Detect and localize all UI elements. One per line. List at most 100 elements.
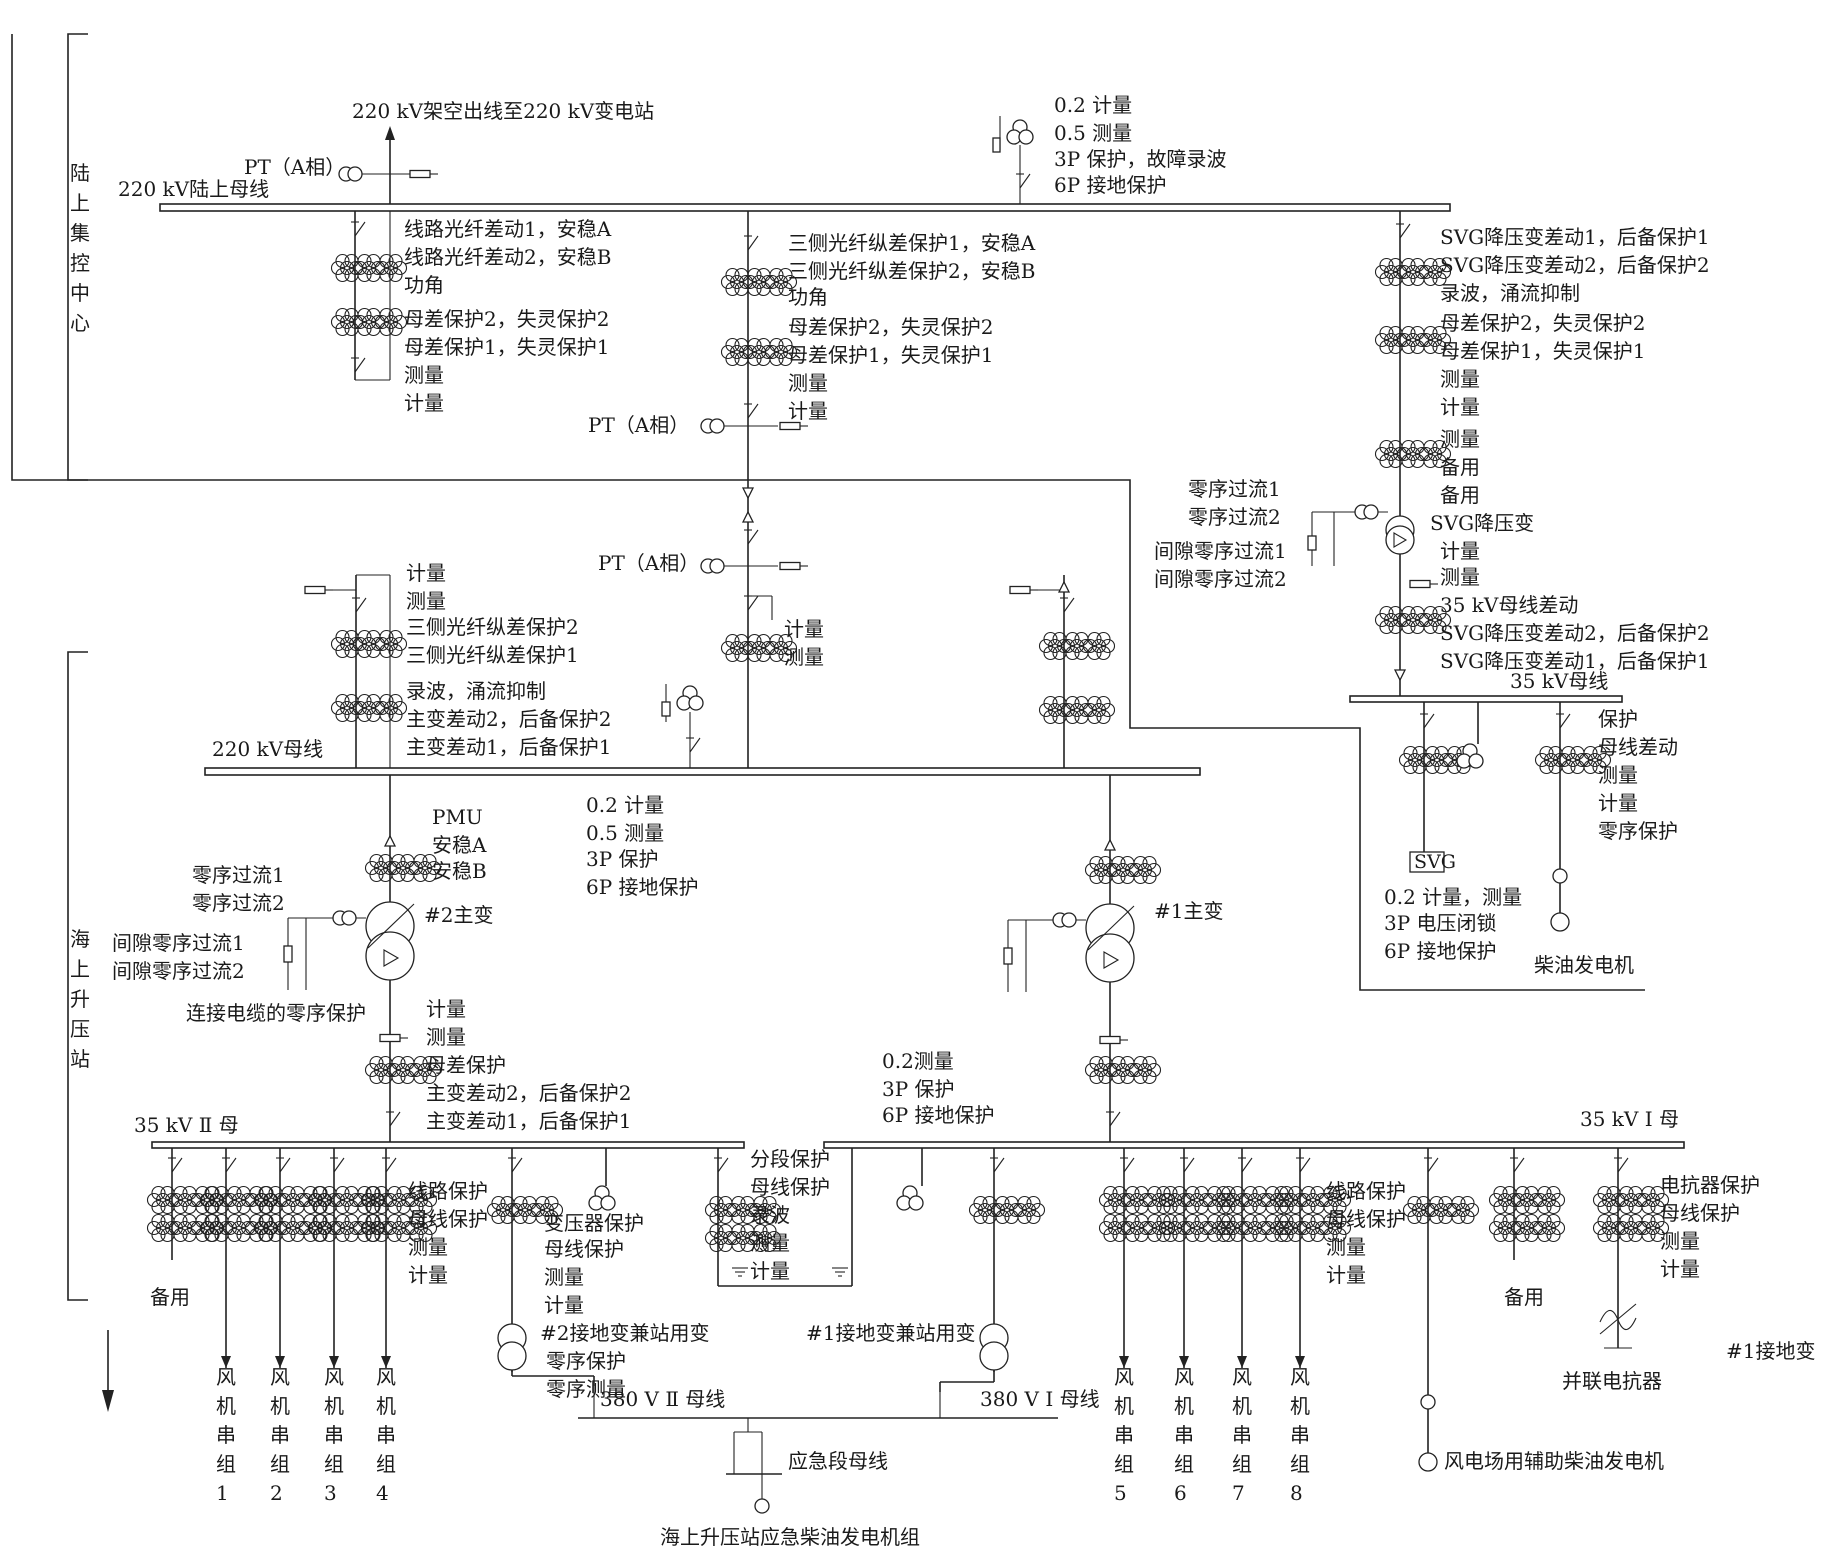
onshore-center-label: 陆上集控中心 [70, 161, 90, 335]
section-prot-0: 分段保护 [750, 1147, 830, 1171]
grounding2-1: 零序保护 [546, 1349, 626, 1373]
offshore-220kv-bus [204, 767, 1201, 776]
line-prot-left-1: 母线保护 [408, 1207, 488, 1231]
bus-i-pt [896, 1148, 924, 1211]
direction-arrow [102, 1330, 114, 1412]
lv-right-2: 6P 接地保护 [882, 1103, 995, 1127]
lv-right-0: 0.2测量 [882, 1049, 954, 1073]
t2-zero-0: 零序过流1 [192, 863, 285, 887]
offshore-pt-1: 0.5 测量 [586, 821, 664, 845]
feeder2-4: 母差保护1，失灵保护1 [788, 343, 993, 367]
boundary-line [68, 479, 1645, 991]
section-prot-4: 计量 [750, 1259, 790, 1283]
lv-bus1-label: 380 V Ⅰ 母线 [980, 1387, 1100, 1411]
t2-zero-2: 间隙零序过流1 [112, 931, 245, 955]
cable-zero-seq: 连接电缆的零序保护 [186, 1001, 366, 1025]
reactor-prot-1: 母线保护 [1660, 1201, 1740, 1225]
offshore-left-ct-2: 三侧光纤纵差保护2 [406, 615, 579, 639]
pt-protect-2: 3P 保护，故障录波 [1054, 147, 1227, 171]
lv-right-1: 3P 保护 [882, 1077, 955, 1101]
feeder1-3: 母差保护2，失灵保护2 [404, 307, 609, 331]
section-tie [706, 1148, 853, 1287]
diesel-generator-label: 柴油发电机 [1534, 953, 1634, 977]
xfmr-prot-3: 计量 [544, 1293, 584, 1317]
offshore-pt-a-label: PT（A相） [598, 551, 699, 575]
svg-35kv-bus-label: 35 kV母线 [1510, 669, 1608, 693]
feeder1-2: 功角 [404, 273, 444, 297]
t2-ct-0: PMU [432, 805, 483, 829]
offshore-left-ct-6: 主变差动1，后备保护1 [406, 735, 611, 759]
section-prot-2: 录波 [750, 1203, 790, 1227]
offshore-pt-0: 0.2 计量 [586, 793, 664, 817]
pt-protect-0: 0.2 计量 [1054, 93, 1132, 117]
feeder3-2: 录波，涌流抑制 [1440, 281, 1580, 305]
lv-380-system [578, 1386, 1058, 1514]
feeder-1-bay [332, 211, 407, 381]
feeder3-3: 母差保护2，失灵保护2 [1440, 311, 1645, 335]
offshore-pt-assembly [661, 684, 704, 768]
offshore-pt-2: 3P 保护 [586, 847, 659, 871]
onshore-pt-assembly [992, 116, 1034, 204]
lv-left-2: 母差保护 [426, 1053, 506, 1077]
reactor-label: 并联电抗器 [1562, 1369, 1662, 1393]
feeder1-6: 计量 [404, 391, 444, 415]
pt-a-phase-label-top: PT（A相） [244, 155, 345, 179]
svg-box-label: SVG [1414, 851, 1456, 873]
section-prot-3: 测量 [750, 1231, 790, 1255]
bus-i-spare: 备用 [1504, 1285, 1544, 1309]
feeder2-3: 母差保护2，失灵保护2 [788, 315, 993, 339]
svg-35kv-feeders [1400, 702, 1611, 932]
svg-transformer-label: SVG降压变 [1430, 511, 1534, 535]
t2-zero-3: 间隙零序过流2 [112, 959, 245, 983]
offshore-left-ct-4: 录波，涌流抑制 [406, 679, 546, 703]
offshore-station-label: 海上升压站 [70, 927, 90, 1071]
t2-ct-2: 安稳B [432, 859, 487, 883]
pt-protect-1: 0.5 测量 [1054, 121, 1132, 145]
bus-ii-spare: 备用 [150, 1285, 190, 1309]
onshore-220kv-bus [159, 203, 1451, 212]
bus-35kv-ii [151, 1141, 745, 1149]
lv-left-1: 测量 [426, 1025, 466, 1049]
offshore-left-ct-1: 测量 [406, 589, 446, 613]
feeder3-5: 测量 [1440, 367, 1480, 391]
grounding1-right: #1接地变 [1726, 1339, 1815, 1363]
lv-left-3: 主变差动2，后备保护2 [426, 1081, 631, 1105]
lv-bus2-label: 380 V Ⅱ 母线 [600, 1387, 725, 1411]
pt-a-phase-label-mid: PT（A相） [588, 413, 689, 437]
grounding2-0: #2接地变兼站用变 [540, 1321, 709, 1345]
bus-35kv-ii-label: 35 kV Ⅱ 母 [134, 1113, 239, 1137]
grounding2-2: 零序测量 [546, 1377, 626, 1401]
offshore-center-ct-0: 计量 [784, 617, 824, 641]
reactor-prot-3: 计量 [1660, 1257, 1700, 1281]
feeder2-1: 三侧光纤纵差保护2，安稳B [788, 259, 1035, 283]
onshore-bus-label: 220 kV陆上母线 [118, 177, 269, 201]
emergency-bus-label: 应急段母线 [788, 1449, 888, 1473]
offshore-pt-3: 6P 接地保护 [586, 875, 699, 899]
feeder-3-bay [1307, 211, 1451, 700]
t2-name: #2主变 [424, 903, 493, 927]
bus-ii-feeder-bays [148, 1148, 595, 1386]
feeder3-1: SVG降压变差动2，后备保护2 [1440, 253, 1710, 277]
offshore-left-ct-0: 计量 [406, 561, 446, 585]
feeder2-5: 测量 [788, 371, 828, 395]
feeder3-0: SVG降压变差动1，后备保护1 [1440, 225, 1710, 249]
feeder1-5: 测量 [404, 363, 444, 387]
line-prot-left-3: 计量 [408, 1263, 448, 1287]
lv-left-4: 主变差动1，后备保护1 [426, 1109, 631, 1133]
line-prot-right-2: 测量 [1326, 1235, 1366, 1259]
aux-diesel-label: 风电场用辅助柴油发电机 [1444, 1449, 1664, 1473]
xfmr-prot-1: 母线保护 [544, 1237, 624, 1261]
xfmr-prot-2: 测量 [544, 1265, 584, 1289]
emergency-gen-label: 海上升压站应急柴油发电机组 [660, 1525, 920, 1549]
line-prot-right-1: 母线保护 [1326, 1207, 1406, 1231]
offshore-220kv-bus-label: 220 kV母线 [212, 737, 323, 761]
feeder3-4: 母差保护1，失灵保护1 [1440, 339, 1645, 363]
line-prot-left-2: 测量 [408, 1235, 448, 1259]
feeder1-4: 母差保护1，失灵保护1 [404, 335, 609, 359]
